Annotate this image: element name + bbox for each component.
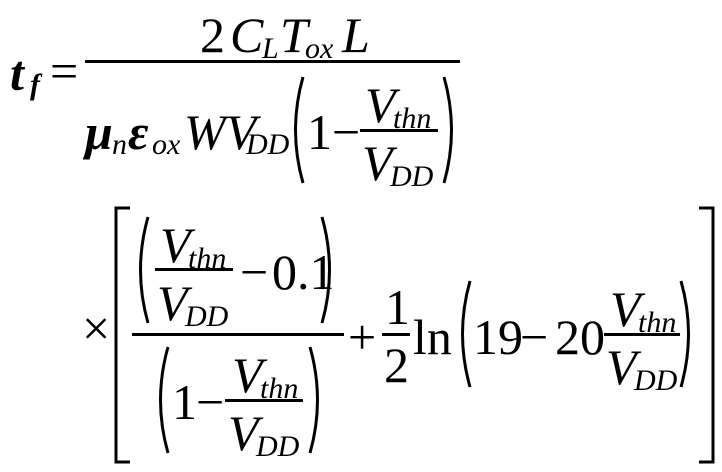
den-mobility: μ: [85, 104, 113, 160]
inner-den-ratio-top-v: V: [232, 347, 263, 403]
inner-den-ratio-top-sub: thn: [260, 372, 299, 405]
den-mobility-sub: n: [112, 128, 127, 161]
den-ratio-top-v: V: [365, 77, 396, 133]
inner-den-ratio-bottom-sub: DD: [256, 430, 300, 463]
inner-fraction-bar: [132, 333, 344, 336]
num-capacitance: C: [230, 7, 264, 63]
inner-den-one: 1: [172, 374, 197, 430]
num-oxide-thickness: T: [280, 7, 308, 63]
inner-num-left-paren: [139, 216, 150, 324]
log-ratio-top-v: V: [610, 281, 641, 337]
log-left-paren: [461, 280, 472, 388]
plus-sign: +: [348, 309, 377, 365]
num-length: L: [342, 7, 370, 63]
den-one: 1: [307, 104, 332, 160]
inner-num-constant: 0.1: [272, 244, 335, 300]
log-ratio-bottom-sub: DD: [634, 364, 678, 397]
den-ratio-top-sub: thn: [393, 102, 432, 135]
inner-num-ratio-bottom-v: V: [157, 275, 188, 331]
den-permittivity: ε: [128, 104, 149, 160]
den-width-voltage: WV: [184, 104, 257, 160]
half-denominator: 2: [384, 337, 409, 393]
log-right-paren: [679, 280, 690, 388]
half-fraction-bar: [382, 333, 410, 336]
inner-den-ratio-bottom-v: V: [228, 405, 259, 461]
lhs-base: t: [10, 45, 24, 101]
den-left-paren: [294, 76, 305, 184]
lhs-subscript: f: [30, 68, 40, 101]
log-ratio-top-sub: thn: [638, 306, 677, 339]
inner-num-ratio-top-v: V: [160, 217, 191, 273]
num-oxide-thickness-sub: ox: [305, 32, 334, 65]
inner-den-minus: −: [196, 374, 225, 430]
natural-log: ln: [413, 309, 452, 365]
inner-num-ratio-bar: [155, 268, 233, 271]
den-right-paren: [442, 76, 453, 184]
right-square-bracket: [699, 206, 715, 464]
first-fraction-bar: [85, 60, 460, 63]
times-sign: ×: [82, 300, 111, 356]
half-numerator: 1: [385, 279, 410, 335]
den-ratio-bottom-sub: DD: [390, 160, 434, 193]
inner-den-ratio-bar: [225, 399, 303, 402]
inner-num-minus: −: [240, 244, 269, 300]
equals-sign: =: [50, 43, 79, 99]
den-ratio-bottom-v: V: [362, 135, 393, 191]
inner-num-ratio-bottom-sub: DD: [185, 300, 229, 333]
log-ratio-bar: [604, 333, 680, 336]
den-permittivity-sub: ox: [152, 128, 181, 161]
den-width-voltage-sub: DD: [246, 128, 290, 161]
inner-den-right-paren: [308, 346, 319, 454]
log-ratio-bottom-v: V: [606, 339, 637, 395]
inner-den-left-paren: [159, 346, 170, 454]
inner-num-right-paren: [320, 216, 331, 324]
log-arg-twenty: 20: [555, 309, 605, 365]
log-arg-nineteen: 19: [473, 309, 523, 365]
den-ratio-bar: [360, 129, 438, 132]
num-two: 2: [200, 7, 225, 63]
den-minus: −: [332, 104, 361, 160]
log-arg-minus: −: [520, 309, 549, 365]
num-capacitance-sub: L: [262, 32, 279, 65]
left-square-bracket: [114, 206, 130, 464]
